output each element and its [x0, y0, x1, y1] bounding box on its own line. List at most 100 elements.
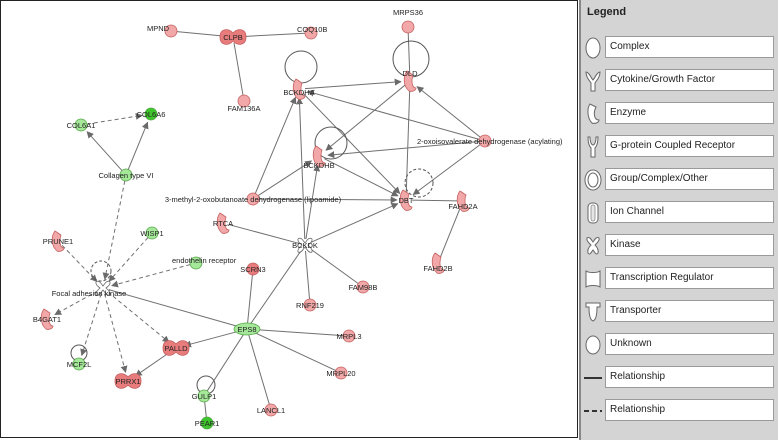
- node-label: MRPS36: [393, 8, 423, 17]
- node-col6a1[interactable]: COL6A1: [67, 118, 96, 132]
- node-dbt[interactable]: DBT: [399, 189, 414, 211]
- node-label: FAHD2A: [448, 202, 477, 211]
- edge-dld-mrps36: [407, 32, 411, 76]
- node-label: MRPL3: [336, 332, 361, 341]
- node-label: MRPL20: [326, 369, 355, 378]
- node-shape: [246, 262, 260, 276]
- node-mrpl3[interactable]: MRPL3: [336, 329, 362, 343]
- node-wisp1[interactable]: WISP1: [140, 226, 164, 240]
- node-rnf219[interactable]: RNF219: [296, 298, 324, 312]
- edge-wisp1-fak: [108, 237, 149, 282]
- node-label: BCKDHA: [283, 88, 314, 97]
- legend-label: Transporter: [605, 300, 774, 322]
- legend-label: Ion Channel: [605, 201, 774, 223]
- node-fak[interactable]: Focal adhesion kinase: [52, 280, 127, 298]
- node-label: RNF219: [296, 301, 324, 310]
- node-pear1[interactable]: PEAR1: [195, 416, 220, 430]
- edges-layer: [54, 31, 481, 418]
- edge-fak-prrx1: [104, 293, 128, 373]
- node-mpnd[interactable]: MPND: [147, 24, 178, 38]
- node-b4gat1[interactable]: B4GAT1: [33, 308, 61, 330]
- node-shape: [144, 107, 158, 121]
- transporter-icon: [585, 302, 601, 322]
- node-shape: [303, 298, 317, 312]
- edge-col6-fak: [102, 180, 126, 280]
- node-palld[interactable]: PALLD: [162, 340, 190, 356]
- node-label: RTCA: [213, 219, 233, 228]
- node-col6a6[interactable]: COL6A6: [137, 107, 166, 121]
- node-bckdk[interactable]: BCKDK: [292, 237, 318, 253]
- node-shape: [292, 78, 306, 100]
- edge-methyl-dbt: [258, 196, 398, 204]
- legend-item-ion-channel: Ion Channel: [581, 199, 778, 227]
- node-label: DBT: [399, 196, 414, 205]
- node-fam136a[interactable]: FAM136A: [228, 94, 261, 113]
- node-clpb[interactable]: CLPB: [219, 29, 247, 45]
- node-coq10b[interactable]: COQ10B: [297, 25, 327, 40]
- node-shape: [95, 280, 111, 296]
- node-shape: [114, 373, 142, 389]
- node-label: BCKDK: [292, 241, 318, 250]
- node-prrx1[interactable]: PRRX1: [114, 373, 142, 389]
- node-rtca[interactable]: RTCA: [213, 212, 233, 234]
- edge-bckdk-eps8: [249, 249, 303, 325]
- edge-dld-dbt: [405, 86, 411, 195]
- node-bckdha[interactable]: BCKDHA: [283, 78, 315, 100]
- edge-eps8-lancl1: [248, 334, 270, 405]
- node-col6[interactable]: Collagen type VI: [98, 168, 154, 182]
- node-shape: [119, 168, 133, 182]
- node-gulp1[interactable]: GULP1: [192, 389, 217, 403]
- node-oxoiso[interactable]: 2-oxoisovalerate dehydrogenase (acylatin…: [417, 134, 563, 148]
- edge-clpb-mpnd: [176, 31, 228, 37]
- edge-eps8-mrpl3: [252, 328, 344, 337]
- edge-gulp1-pear1: [204, 401, 207, 418]
- node-lancl1[interactable]: LANCL1: [257, 403, 285, 417]
- self-loop-bckdhb: [314, 126, 348, 160]
- edge-bckdk-bckdhb: [305, 164, 321, 240]
- node-endo[interactable]: endothelin receptor: [172, 256, 237, 270]
- node-label: FAM98B: [349, 283, 378, 292]
- node-shape: [74, 118, 88, 132]
- node-scrn3[interactable]: SCRN3: [240, 262, 266, 276]
- legend-item-enzyme: Enzyme: [581, 100, 778, 128]
- edge-bckdk-fam98b: [309, 248, 359, 284]
- complex-icon: [585, 37, 601, 59]
- node-dld[interactable]: DLD: [402, 69, 418, 92]
- legend-item-solid-relationship: Relationship: [581, 364, 778, 392]
- edge-methyl-bckdhb: [257, 160, 313, 197]
- node-label: 3-methyl-2-oxobutanoate dehydrogenase (l…: [165, 195, 342, 204]
- edge-oxoiso-dbt: [412, 144, 481, 196]
- node-mrps36[interactable]: MRPS36: [393, 8, 423, 34]
- node-methyl[interactable]: 3-methyl-2-oxobutanoate dehydrogenase (l…: [165, 192, 342, 206]
- node-prune1[interactable]: PRUNE1: [43, 230, 73, 252]
- edge-clpb-fam136a: [233, 42, 244, 96]
- node-fahd2b[interactable]: FAHD2B: [423, 252, 453, 274]
- edge-prune1-fak: [61, 244, 98, 283]
- node-shape: [431, 252, 445, 274]
- solid-line-icon: [584, 377, 602, 379]
- node-label: BCKDHB: [303, 161, 334, 170]
- node-shape: [233, 322, 261, 336]
- self-loop-dbt: [404, 168, 434, 198]
- node-mrpl20[interactable]: MRPL20: [326, 366, 356, 380]
- node-bckdhb[interactable]: BCKDHB: [303, 145, 335, 170]
- edge-oxoiso-bckdhb: [327, 141, 480, 159]
- node-label: CLPB: [223, 33, 243, 42]
- edge-endo-fak: [111, 264, 191, 288]
- gpcr-icon: [587, 136, 599, 158]
- edge-eps8-mrpl20: [252, 331, 336, 371]
- edge-clpb-coq10b: [238, 32, 306, 38]
- transcription-regulator-icon: [585, 270, 601, 288]
- node-fam98b[interactable]: FAM98B: [349, 280, 378, 294]
- node-label: 2-oxoisovalerate dehydrogenase (acylatin…: [417, 137, 563, 146]
- legend-item-transcription-regulator: Transcription Regulator: [581, 265, 778, 293]
- edge-dbt-fahd2a: [411, 199, 458, 202]
- node-mcf2l[interactable]: MCF2L: [67, 357, 92, 371]
- node-fahd2a[interactable]: FAHD2A: [448, 190, 478, 212]
- edge-bckdk-rtca: [228, 224, 300, 244]
- legend-label: Relationship: [605, 399, 774, 421]
- node-shape: [356, 280, 370, 294]
- node-eps8[interactable]: EPS8: [233, 322, 261, 336]
